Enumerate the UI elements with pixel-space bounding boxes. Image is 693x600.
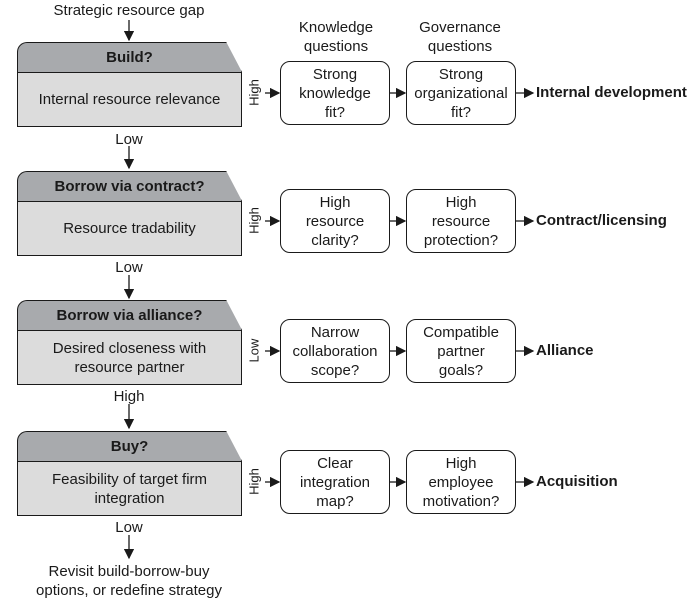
stage-header-build: Build? [17, 42, 242, 72]
side-label-buy: High [246, 468, 262, 495]
stage-header-buy: Buy? [17, 431, 242, 461]
governance-question-borrow-alliance: Compatible partner goals? [406, 319, 516, 383]
outcome-buy: Acquisition [536, 473, 618, 490]
stage-body-build: Internal resource relevance [17, 72, 242, 127]
governance-question-build: Strong organizational fit? [406, 61, 516, 125]
outcome-borrow-alliance: Alliance [536, 342, 594, 359]
down-label-build: Low [115, 131, 143, 148]
stage-body-borrow-contract: Resource tradability [17, 201, 242, 256]
governance-question-buy: High employee motivation? [406, 450, 516, 514]
down-label-borrow-alliance: High [113, 388, 145, 405]
governance-question-borrow-contract: High resource protection? [406, 189, 516, 253]
outcome-build: Internal development [536, 84, 687, 101]
side-label-borrow-alliance: Low [246, 338, 262, 363]
knowledge-question-build: Strong knowledge fit? [280, 61, 390, 125]
outcome-borrow-contract: Contract/licensing [536, 212, 667, 229]
side-label-borrow-contract: High [246, 207, 262, 234]
side-label-build: High [246, 79, 262, 106]
stage-header-borrow-contract: Borrow via contract? [17, 171, 242, 201]
bottom-label: Revisit build-borrow-buy options, or red… [36, 563, 222, 599]
knowledge-questions-header: Knowledge questions [298, 19, 374, 55]
knowledge-question-buy: Clear integration map? [280, 450, 390, 514]
stage-body-borrow-alliance: Desired closeness with resource partner [17, 330, 242, 385]
governance-questions-header: Governance questions [419, 19, 501, 55]
top-label: Strategic resource gap [53, 2, 205, 19]
stage-body-buy: Feasibility of target firm integration [17, 461, 242, 516]
stage-header-borrow-alliance: Borrow via alliance? [17, 300, 242, 330]
down-label-borrow-contract: Low [115, 259, 143, 276]
knowledge-question-borrow-contract: High resource clarity? [280, 189, 390, 253]
down-label-buy: Low [115, 519, 143, 536]
knowledge-question-borrow-alliance: Narrow collaboration scope? [280, 319, 390, 383]
